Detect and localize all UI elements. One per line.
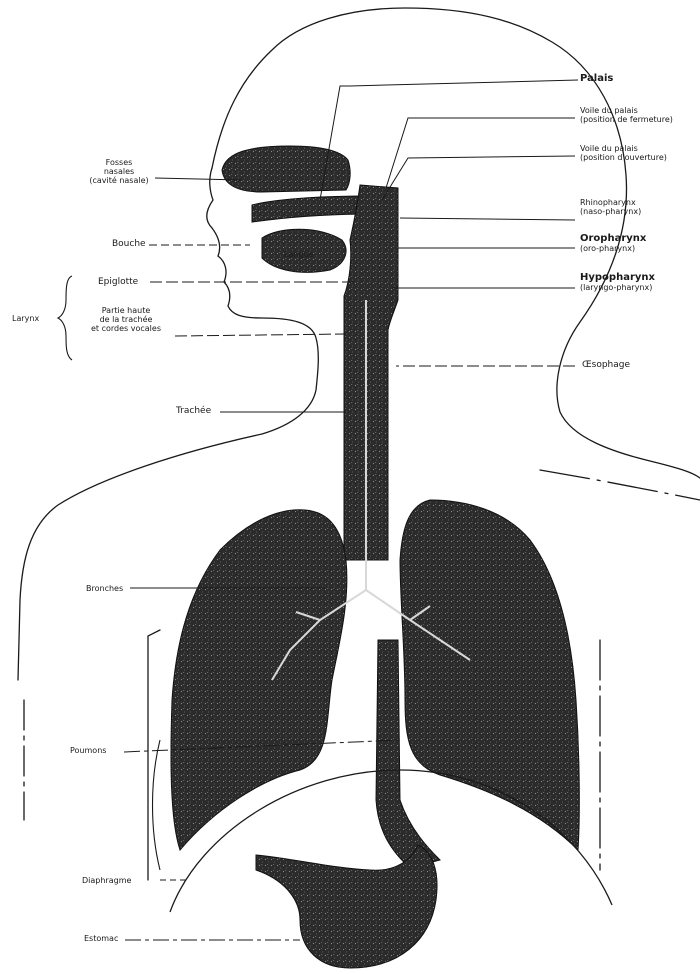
label-hypopharynx: Hypopharynx (laryngo-pharynx) (580, 272, 655, 292)
label-fosses-line1: Fosses (84, 158, 154, 167)
label-partie-haute-line1: Partie haute (76, 306, 176, 315)
pharynx-larynx (344, 185, 398, 560)
left-lung (171, 510, 347, 850)
label-rhinopharynx: Rhinopharynx (naso-pharynx) (580, 198, 641, 216)
label-larynx: Larynx (12, 314, 39, 323)
label-bronches: Bronches (86, 584, 123, 593)
label-fosses-line3: (cavité nasale) (84, 176, 154, 185)
nasal-cavity (222, 146, 350, 192)
label-voile-ouvert-line2: (position d'ouverture) (580, 153, 667, 162)
label-partie-haute-line3: et cordes vocales (76, 324, 176, 333)
label-estomac: Estomac (84, 934, 118, 943)
label-fosses-line2: nasales (84, 167, 154, 176)
label-partie-haute-line2: de la trachée (76, 315, 176, 324)
brace-left (148, 630, 160, 880)
label-rhinopharynx-line1: Rhinopharynx (580, 198, 641, 207)
label-diaphragme: Diaphragme (82, 876, 131, 885)
label-voile-ferme-line2: (position de fermeture) (580, 115, 673, 124)
label-trachee: Trachée (176, 406, 211, 416)
label-voile-ouvert: Voile du palais (position d'ouverture) (580, 144, 667, 162)
right-lung (400, 500, 579, 850)
label-oropharynx: Oropharynx (oro-pharynx) (580, 233, 646, 253)
label-palais: Palais (580, 73, 613, 84)
larynx-brace (58, 276, 72, 360)
label-hypopharynx-line1: Hypopharynx (580, 272, 655, 283)
label-voile-ferme: Voile du palais (position de fermeture) (580, 106, 673, 124)
label-epiglotte: Epiglotte (98, 277, 138, 287)
label-partie-haute: Partie haute de la trachée et cordes voc… (76, 306, 176, 333)
mouth-palate (252, 196, 370, 222)
label-oropharynx-line2: (oro-pharynx) (580, 244, 646, 253)
label-voile-ouvert-line1: Voile du palais (580, 144, 667, 153)
right-shoulder-dash (540, 470, 700, 500)
label-rhinopharynx-line2: (naso-pharynx) (580, 207, 641, 216)
label-oesophage: Œsophage (582, 360, 630, 370)
stomach (256, 845, 437, 968)
label-poumons: Poumons (70, 746, 106, 755)
label-hypopharynx-line2: (laryngo-pharynx) (580, 283, 655, 292)
label-langue: Langue (284, 250, 314, 259)
label-oropharynx-line1: Oropharynx (580, 233, 646, 244)
label-bouche: Bouche (112, 239, 146, 249)
label-fosses-nasales: Fosses nasales (cavité nasale) (84, 158, 154, 185)
label-voile-ferme-line1: Voile du palais (580, 106, 673, 115)
diaphragm-left-arc (153, 740, 161, 870)
organs (171, 146, 579, 968)
